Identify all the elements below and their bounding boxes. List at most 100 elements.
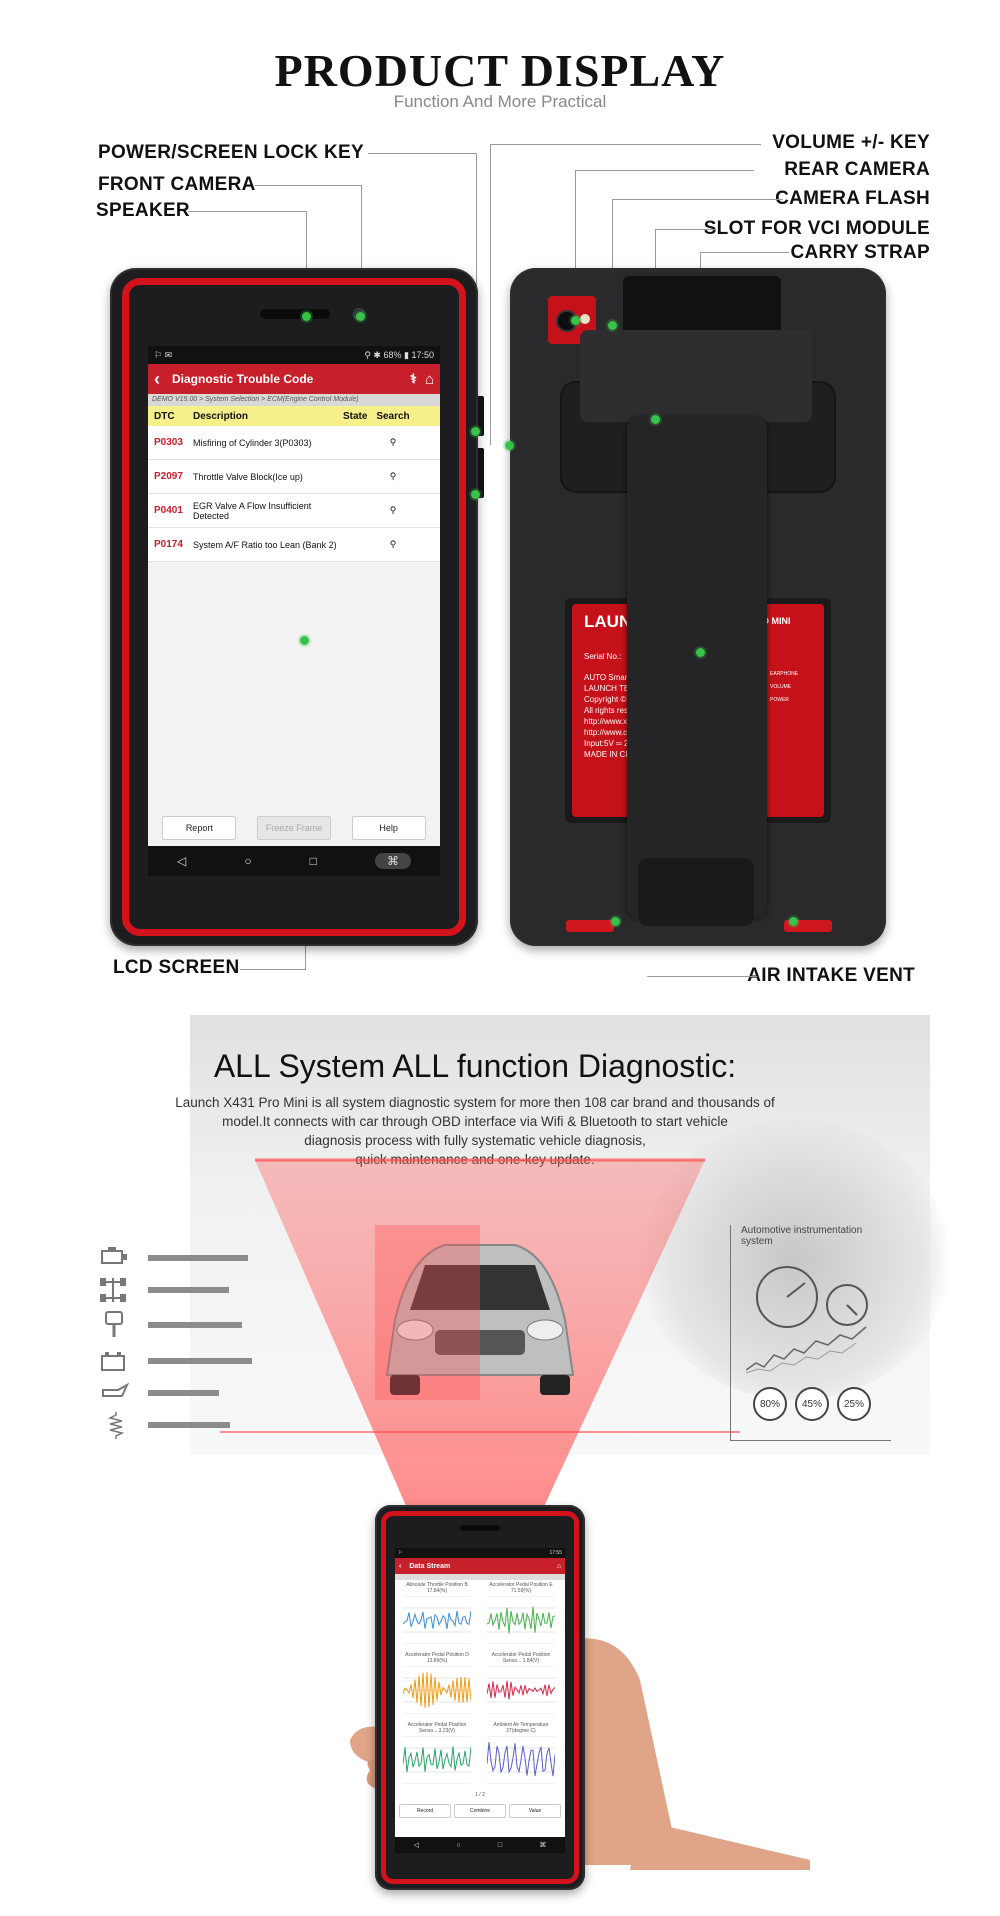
- mini-chart: [486, 1665, 556, 1715]
- android-nav-bar: ◁ ○ □ ⌘: [395, 1837, 565, 1853]
- leader-line: [188, 211, 307, 317]
- marker-dot: [611, 917, 620, 926]
- system-bar: [148, 1322, 242, 1328]
- dtc-code: P2097: [154, 471, 183, 482]
- leader-line: [490, 144, 761, 445]
- callout-volume-key: VOLUME +/- KEY: [772, 132, 930, 153]
- data-stream-panel[interactable]: Accelerator Pedal Position E 71.59(%): [486, 1582, 556, 1646]
- stethoscope-icon[interactable]: ⚕: [409, 371, 417, 386]
- panel-label: Ambient Air Temperature 27(degree C): [493, 1722, 549, 1734]
- rear-model: O MINI: [762, 616, 791, 626]
- mini-chart: [486, 1595, 556, 1645]
- page-title: PRODUCT DISPLAY: [274, 45, 726, 96]
- percent-badge: 80%: [753, 1387, 787, 1421]
- system-bar: [148, 1287, 229, 1293]
- android-nav-bar: ◁ ○ □ ⌘: [148, 846, 440, 876]
- nav-back-icon[interactable]: ◁: [413, 1842, 420, 1849]
- combine-button[interactable]: Combine: [454, 1804, 506, 1818]
- data-stream-panel[interactable]: Absolute Throttle Position B 17.84(%): [402, 1582, 472, 1646]
- record-button[interactable]: Record: [399, 1804, 451, 1818]
- percent-badge: 25%: [837, 1387, 871, 1421]
- help-button[interactable]: Help: [351, 816, 426, 840]
- nav-recents-icon[interactable]: □: [497, 1841, 503, 1849]
- series-line: [402, 1672, 472, 1708]
- nav-home-icon[interactable]: ○: [244, 854, 252, 868]
- panel-label: Accelerator Pedal Position D 13.89(%): [405, 1652, 469, 1664]
- marker-dot: [608, 321, 617, 330]
- series-line: [486, 1606, 556, 1634]
- instrument-label: Automotive instrumentation system: [741, 1225, 863, 1247]
- camera-flash: [580, 314, 590, 324]
- dtc-description: Misfiring of Cylinder 3(P0303): [193, 437, 312, 448]
- column-header: State: [343, 410, 368, 422]
- status-bar: ⚐ 17:55: [395, 1548, 565, 1558]
- nav-recents-icon[interactable]: □: [309, 854, 317, 868]
- app-header: ‹ Diagnostic Trouble Code ⚕ ⌂: [148, 364, 440, 394]
- system-bar: [148, 1390, 219, 1396]
- trend-line-icon: [746, 1326, 867, 1374]
- nav-diagnose-icon[interactable]: ⌘: [539, 1842, 547, 1849]
- freeze-frame-button[interactable]: Freeze Frame: [256, 816, 331, 840]
- air-vent-left: [566, 920, 614, 932]
- nav-back-icon[interactable]: ◁: [177, 854, 187, 868]
- status-time: 17:55: [549, 1550, 562, 1556]
- mini-chart: [402, 1735, 472, 1785]
- app-header: ‹ Data Stream ⌂: [395, 1558, 565, 1574]
- search-icon[interactable]: ⚲: [389, 539, 397, 549]
- callout-lcd-screen: LCD SCREEN: [113, 957, 240, 978]
- status-bar: ⚐ ✉ ⚲ ✱ 68% ▮ 17:50: [148, 346, 440, 364]
- table-row[interactable]: P0303 Misfiring of Cylinder 3(P0303) ⚲: [148, 426, 440, 460]
- front-device: ⚐ ✉ ⚲ ✱ 68% ▮ 17:50 ‹ Diagnostic Trouble…: [110, 268, 484, 946]
- mini-chart: [486, 1735, 556, 1785]
- device-screen: ⚐ ✉ ⚲ ✱ 68% ▮ 17:50 ‹ Diagnostic Trouble…: [148, 346, 440, 876]
- callout-carry-strap: CARRY STRAP: [790, 242, 930, 263]
- callout-camera-flash: CAMERA FLASH: [775, 188, 930, 209]
- status-icons: ⚐ ✉: [154, 349, 173, 360]
- data-stream-panel[interactable]: Accelerator Pedal Position Senso... 1.84…: [486, 1652, 556, 1716]
- marker-dot: [651, 415, 660, 424]
- data-stream-panel[interactable]: Accelerator Pedal Position Senso... 3.23…: [402, 1722, 472, 1786]
- table-row[interactable]: P2097 Throttle Valve Block(Ice up) ⚲: [148, 460, 440, 494]
- battery-icon: [100, 1350, 128, 1372]
- app-title: Diagnostic Trouble Code: [172, 372, 314, 386]
- leader-line: [255, 185, 362, 308]
- series-line: [402, 1746, 472, 1773]
- value-button[interactable]: Value: [509, 1804, 561, 1818]
- data-stream-panel[interactable]: Accelerator Pedal Position D 13.89(%): [402, 1652, 472, 1716]
- clip-top: [580, 330, 812, 422]
- back-arrow-icon[interactable]: ‹: [399, 1562, 402, 1570]
- series-line: [486, 1742, 556, 1777]
- leader-line: [240, 969, 305, 971]
- app-title: Data Stream: [409, 1562, 451, 1570]
- home-icon[interactable]: ⌂: [424, 370, 434, 388]
- dtc-code: P0401: [154, 505, 183, 516]
- callout-speaker: SPEAKER: [96, 200, 190, 221]
- search-icon[interactable]: ⚲: [389, 471, 397, 481]
- search-icon[interactable]: ⚲: [389, 437, 397, 447]
- breadcrumb: DEMO V15.00 > System Selection > ECM(Eng…: [148, 394, 440, 406]
- dtc-description: System A/F Ratio too Lean (Bank 2): [193, 539, 337, 550]
- marker-dot: [571, 316, 580, 325]
- home-icon[interactable]: ⌂: [556, 1562, 561, 1570]
- red-bumper: [381, 1511, 579, 1884]
- section-heading: ALL System ALL function Diagnostic:: [213, 1048, 737, 1084]
- percent-badge: 45%: [795, 1387, 829, 1421]
- nav-diagnose-icon[interactable]: ⌘: [374, 853, 411, 869]
- breadcrumb: [395, 1574, 565, 1580]
- power-key: [478, 396, 484, 436]
- report-button[interactable]: Report: [162, 816, 237, 840]
- table-row[interactable]: P0401 EGR Valve A Flow Insufficient Dete…: [148, 494, 440, 528]
- search-icon[interactable]: ⚲: [389, 505, 397, 515]
- back-arrow-icon[interactable]: ‹: [154, 368, 160, 389]
- column-header: Search: [376, 410, 410, 422]
- table-row[interactable]: P0174 System A/F Ratio too Lean (Bank 2)…: [148, 528, 440, 562]
- marker-dot: [696, 648, 705, 657]
- instrument-panel: Automotive instrumentation system 80% 45…: [730, 1225, 891, 1441]
- data-stream-panel[interactable]: Ambient Air Temperature 27(degree C): [486, 1722, 556, 1786]
- chassis-icon: [98, 1275, 128, 1305]
- speaker-grille: [260, 309, 330, 319]
- dtc-description: EGR Valve A Flow Insufficient Detected: [193, 500, 312, 521]
- nav-home-icon[interactable]: ○: [456, 1841, 461, 1849]
- column-header: DTC: [154, 410, 175, 422]
